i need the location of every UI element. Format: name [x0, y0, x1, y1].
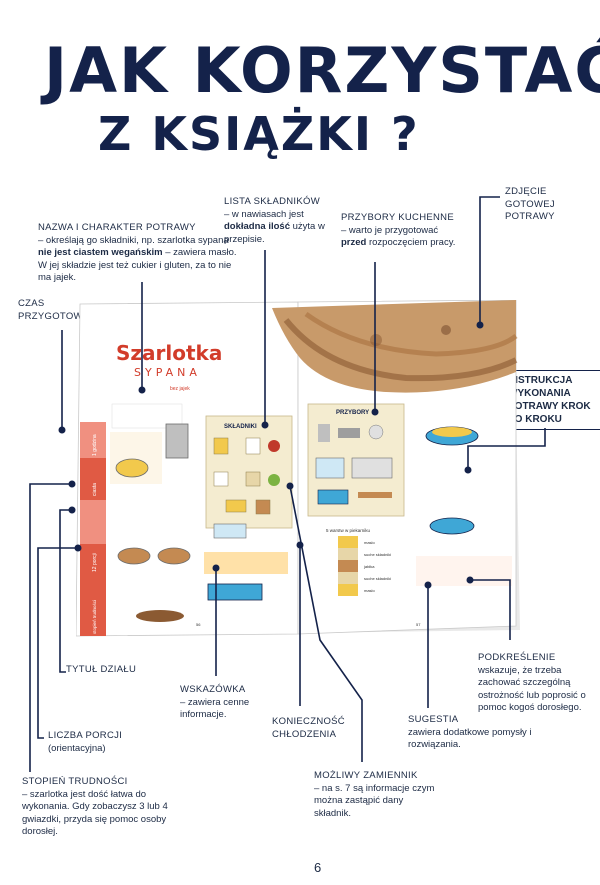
label-liczba-head: LICZBA PORCJI	[48, 730, 123, 741]
title-graphic: JAK KORZYSTAĆ Z KSIĄŻKI ?	[40, 34, 600, 161]
label-nazwa-head: NAZWA I CHARAKTER POTRAWY	[38, 222, 196, 233]
tools-head: PRZYBORY	[336, 410, 369, 416]
page-number: 6	[314, 860, 322, 875]
label-przybory: PRZYBORY KUCHENNE – warto je przygotować…	[341, 212, 466, 250]
label-przybory-text2: rozpoczęciem pracy.	[366, 237, 456, 248]
layers-head: 5 warstw w piekarniku	[326, 528, 371, 533]
label-liczba-text: (orientacyjna)	[48, 742, 106, 754]
label-nazwa-text1: – określają go składniki, np. szarlotka …	[38, 234, 229, 246]
label-instrukcja: INSTRUKCJA WYKONANIA POTRAWY KROK PO KRO…	[502, 370, 600, 430]
spread-recipe-title: Szarlotka	[116, 341, 222, 365]
spread-recipe-subtitle: SYPANA	[134, 366, 201, 379]
label-wskazowka-text: – zawiera cenne informacje.	[180, 696, 250, 721]
spread-tab-portions: 12 porcji	[92, 553, 98, 572]
label-podkreslenie: PODKREŚLENIE wskazuje, że trzeba zachowa…	[478, 652, 596, 715]
layer-label-4: suche składniki	[364, 576, 391, 581]
label-czas: CZAS PRZYGOTOWANIA	[18, 298, 128, 323]
label-tytul: TYTUŁ DZIAŁU	[66, 664, 176, 677]
label-stopien: STOPIEŃ TRUDNOŚCI – szarlotka jest dość …	[22, 776, 190, 839]
label-nazwa: NAZWA I CHARAKTER POTRAWY – określają go…	[38, 222, 243, 285]
label-koniecznosc: KONIECZNOŚĆ CHŁODZENIA	[272, 716, 362, 741]
label-stopien-head: STOPIEŃ TRUDNOŚCI	[22, 776, 128, 787]
label-zamiennik: MOŻLIWY ZAMIENNIK – na s. 7 są informacj…	[314, 770, 440, 820]
label-sugestia: SUGESTIA zawiera dodatkowe pomysły i roz…	[408, 714, 532, 752]
label-podkreslenie-head: PODKREŚLENIE	[478, 652, 556, 663]
label-instrukcja-head: INSTRUKCJA WYKONANIA POTRAWY KROK PO KRO…	[508, 375, 591, 425]
label-lista-text1: – w nawiasach jest	[224, 208, 304, 220]
layer-label-1: masło	[364, 540, 375, 545]
label-przybory-bold: przed	[341, 237, 367, 248]
ingredient-icons	[213, 437, 280, 515]
label-lista-bold: dokładna ilość	[224, 221, 290, 232]
label-sugestia-head: SUGESTIA	[408, 714, 459, 725]
book-spread: Szarlotka SYPANA bez jajek 1 godzina cia…	[76, 300, 520, 637]
spread-tab-section: ciasta	[92, 483, 98, 496]
tip-box	[204, 552, 288, 574]
layer-label-5: masło	[364, 588, 375, 593]
title-line1: JAK KORZYSTAĆ	[40, 34, 600, 107]
page-left-number: 56	[196, 622, 201, 627]
label-wskazowka: WSKAZÓWKA – zawiera cenne informacje.	[180, 684, 280, 722]
label-zamiennik-head: MOŻLIWY ZAMIENNIK	[314, 770, 418, 781]
label-podkreslenie-text: wskazuje, że trzeba zachować szczególną …	[478, 664, 586, 714]
tool-icons	[315, 424, 393, 505]
spread-tab-time: 1 godzina	[92, 434, 98, 456]
page-right-number: 57	[416, 622, 421, 627]
label-zamiennik-text: – na s. 7 są informacje czym można zastą…	[314, 782, 435, 819]
label-zdjecie: ZDJĘCIE GOTOWEJ POTRAWY	[505, 186, 567, 224]
label-sugestia-text: zawiera dodatkowe pomysły i rozwiązania.	[408, 726, 532, 751]
label-czas-head: CZAS PRZYGOTOWANIA	[18, 298, 106, 322]
spread-tag: bez jajek	[170, 386, 190, 392]
label-przybory-text1: – warto je przygotować	[341, 224, 439, 236]
layer-label-2: suche składniki	[364, 552, 391, 557]
spread-tab-difficulty: stopień trudności	[92, 600, 97, 634]
label-lista: LISTA SKŁADNIKÓW – w nawiasach jest dokł…	[224, 196, 340, 246]
label-tytul-head: TYTUŁ DZIAŁU	[66, 664, 137, 675]
steps-left	[110, 403, 200, 622]
label-nazwa-bold: nie jest ciastem wegańskim	[38, 247, 163, 258]
label-lista-text2: użyta w przepisie.	[224, 221, 325, 245]
label-nazwa-text2: – zawiera masło. W jej składzie jest też…	[38, 247, 237, 283]
title-line2: Z KSIĄŻKI ?	[98, 107, 420, 161]
layers-stack	[338, 536, 358, 596]
label-lista-head: LISTA SKŁADNIKÓW	[224, 196, 320, 207]
label-wskazowka-head: WSKAZÓWKA	[180, 684, 246, 695]
ingredients-head: SKŁADNIKI	[224, 424, 257, 430]
label-zdjecie-head: ZDJĘCIE GOTOWEJ POTRAWY	[505, 186, 555, 222]
label-koniecznosc-head: KONIECZNOŚĆ CHŁODZENIA	[272, 716, 345, 740]
layer-label-3: jabłka	[363, 564, 375, 569]
label-przybory-head: PRZYBORY KUCHENNE	[341, 212, 454, 223]
label-stopien-text: – szarlotka jest dość łatwa do wykonania…	[22, 788, 168, 838]
label-liczba: LICZBA PORCJI (orientacyjna)	[48, 730, 158, 755]
